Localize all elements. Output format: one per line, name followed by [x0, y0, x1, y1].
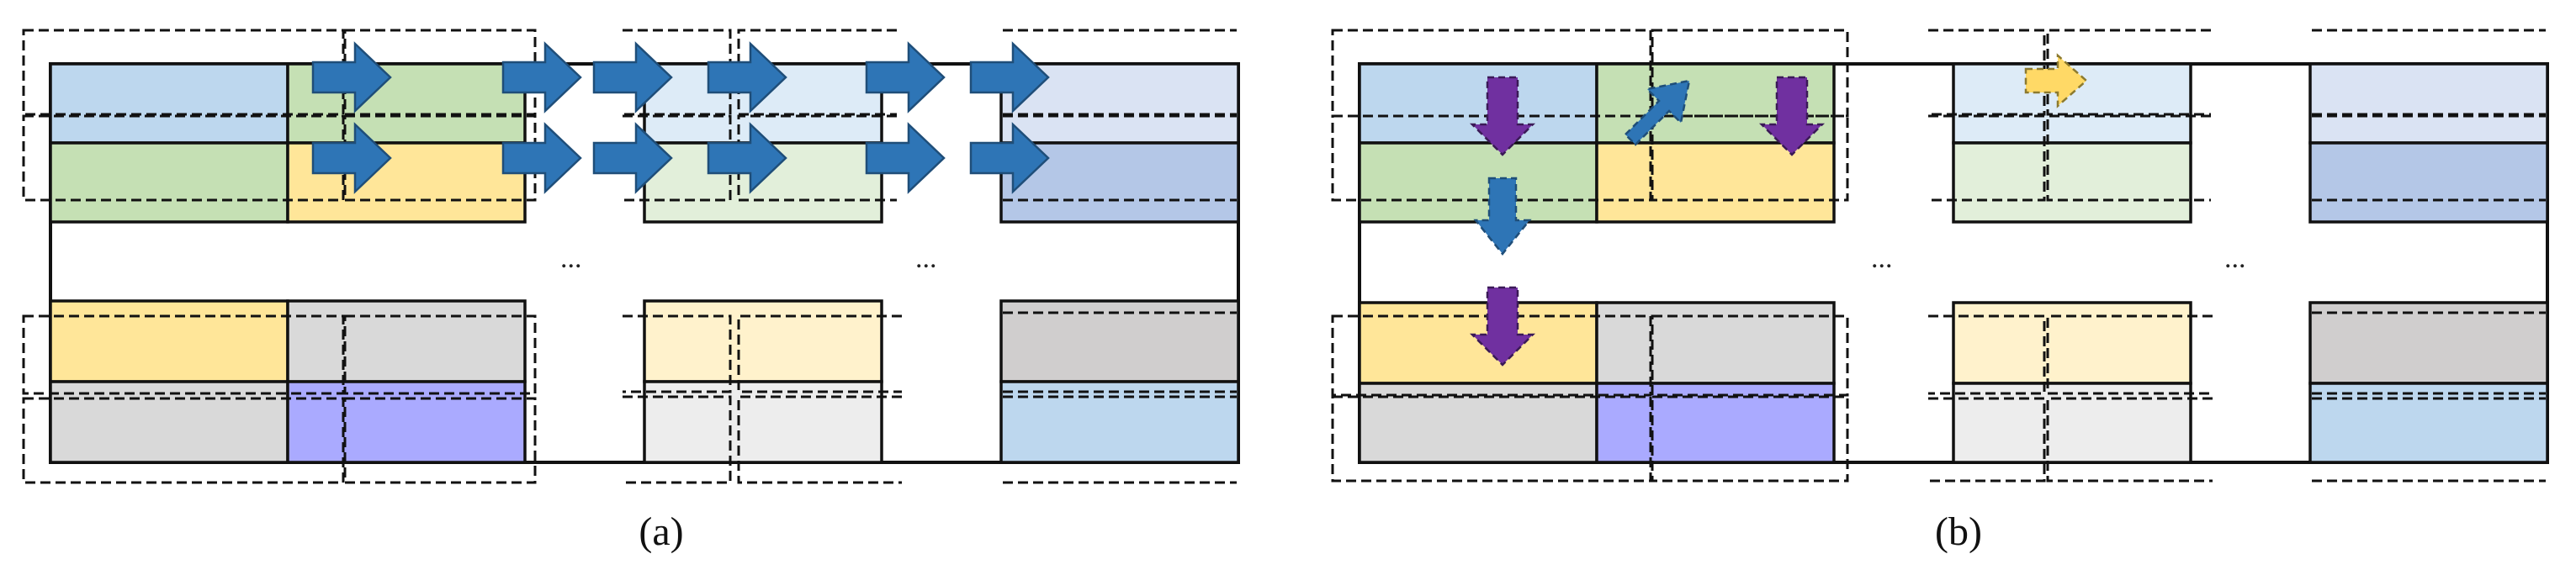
- right-arrow-icon: [311, 41, 392, 113]
- cell-a-g1-r2-c1: [49, 141, 289, 224]
- right-arrow-icon: [969, 122, 1050, 194]
- right-arrow-icon: [501, 122, 582, 194]
- cell-a-g2-r4: [643, 380, 883, 464]
- dashed-window: [1651, 114, 1849, 202]
- cell-b-g3-r3: [2308, 301, 2549, 385]
- dashed-window: [2046, 314, 2213, 483]
- panel-b-caption: (b): [1935, 509, 1982, 554]
- diagonal-arrow-icon: [1624, 79, 1691, 146]
- panel-b: ... ... (b): [1331, 29, 2549, 554]
- right-arrow-icon: [2024, 53, 2088, 108]
- right-arrow-icon: [969, 41, 1050, 113]
- down-arrow-icon: [1473, 177, 1532, 256]
- dashed-window: [22, 114, 345, 202]
- right-arrow-icon: [311, 122, 392, 194]
- dashed-window: [1651, 395, 1849, 483]
- down-arrow-icon: [1758, 76, 1826, 156]
- ellipsis: ...: [560, 243, 582, 274]
- cell-b-g3-r4: [2308, 382, 2549, 464]
- cell-a-g1-r1-c1: [49, 62, 289, 145]
- cell-a-g1-r4-c2: [286, 380, 527, 464]
- right-arrow-icon: [865, 122, 946, 194]
- cell-b-g3-r1: [2308, 62, 2549, 145]
- dashed-window: [22, 397, 345, 484]
- dashed-window: [737, 314, 902, 484]
- dashed-window: [22, 29, 345, 116]
- right-arrow-icon: [707, 122, 787, 194]
- dashed-window: [1651, 314, 1849, 397]
- shift-arrows-a: [311, 41, 1050, 194]
- cell-a-g3-r4: [999, 380, 1240, 464]
- cell-b-g1-r2-c1: [1358, 141, 1598, 224]
- cell-b-g1-r3-c1: [1358, 301, 1598, 385]
- move-arrows-purple: [1469, 76, 1826, 367]
- dashed-window: [22, 314, 345, 395]
- move-arrows-blue: [1473, 79, 1691, 256]
- dashed-window: [623, 29, 732, 202]
- cell-b-g1-r3-c2: [1595, 301, 1836, 385]
- cell-a-g3-r3: [999, 299, 1240, 383]
- ellipsis: ...: [2224, 243, 2246, 274]
- ellipsis: ...: [1871, 243, 1893, 274]
- right-arrow-icon: [592, 41, 673, 113]
- down-arrow-icon: [1469, 286, 1536, 367]
- right-arrow-icon: [707, 41, 787, 113]
- cell-b-g2-r3: [1952, 301, 2192, 385]
- right-arrow-icon: [865, 41, 946, 113]
- cell-b-g3-r2: [2308, 141, 2549, 224]
- down-arrow-icon: [1469, 76, 1536, 156]
- dashed-window: [1928, 314, 2046, 483]
- cell-a-g1-r3-c1: [49, 299, 289, 383]
- panel-a: ... ... (a): [22, 29, 1240, 554]
- right-arrow-icon: [592, 122, 673, 194]
- dashed-window: [343, 397, 537, 484]
- dashed-window: [623, 314, 732, 484]
- cell-a-g2-r3: [643, 299, 883, 383]
- cell-b-g1-r2-c2: [1595, 141, 1836, 224]
- dashed-window: [1331, 395, 1652, 483]
- cell-a-g1-r3-c2: [286, 299, 527, 383]
- dashed-window: [343, 314, 537, 395]
- right-arrow-icon: [501, 41, 582, 113]
- panel-a-caption: (a): [639, 509, 683, 554]
- ellipsis: ...: [915, 243, 937, 274]
- cell-b-g2-r2: [1952, 141, 2192, 224]
- cell-b-g2-r4: [1952, 382, 2192, 464]
